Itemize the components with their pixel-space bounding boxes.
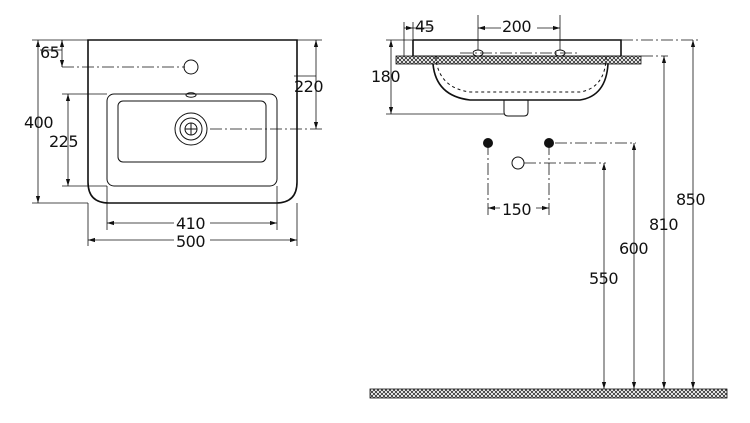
dim-600-label: 600: [619, 239, 648, 258]
drain-outer: [174, 112, 208, 146]
dim-500-label: 500: [176, 232, 205, 251]
bowl-inner: [117, 100, 267, 163]
front-view: 65 220 400 225 410 500: [24, 39, 324, 251]
dim-850-label: 850: [676, 190, 705, 209]
tap-hole: [183, 59, 199, 75]
dim-810-label: 810: [649, 215, 678, 234]
drain-ring: [179, 117, 203, 141]
bowl-outer: [106, 93, 278, 187]
basin-outline: [87, 39, 298, 204]
basin-side-profile: [412, 39, 622, 101]
dim-65-label: 65: [40, 43, 59, 62]
floor-slab: [369, 388, 728, 399]
waste-outlet: [511, 156, 525, 170]
dim-45-label: 45: [415, 17, 434, 36]
side-view: 45 200 180 150 550 600 810 850: [369, 15, 728, 399]
bowl-hidden-line: [435, 56, 607, 93]
dim-180-label: 180: [371, 67, 400, 86]
dim-410-label: 410: [176, 214, 205, 233]
overflow-hole: [185, 92, 197, 98]
dim-200-label: 200: [502, 17, 531, 36]
dim-150-label: 150: [502, 200, 531, 219]
dim-400-label: 400: [24, 113, 53, 132]
drain-spout: [503, 100, 529, 117]
dim-225-label: 225: [49, 132, 78, 151]
dim-550-label: 550: [589, 269, 618, 288]
counter-slab: [395, 55, 642, 65]
dim-220-label: 220: [294, 77, 323, 96]
